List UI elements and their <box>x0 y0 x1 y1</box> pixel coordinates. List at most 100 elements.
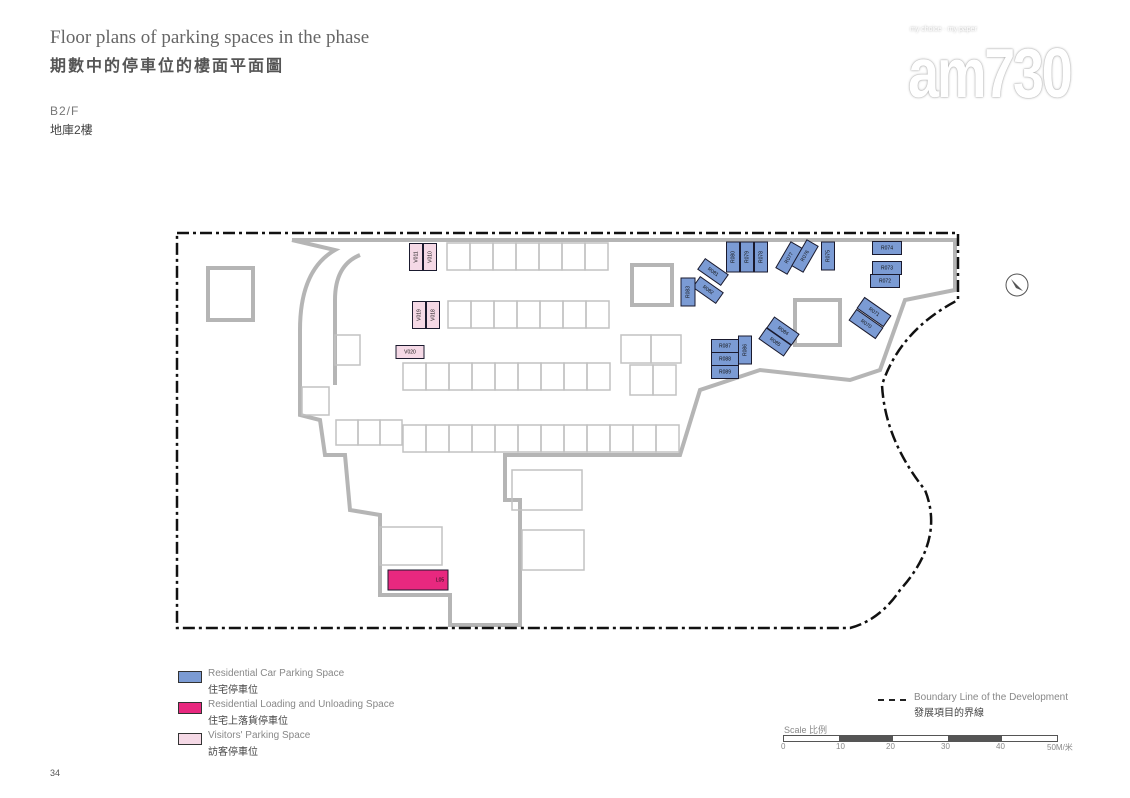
space-label: R085 <box>768 336 781 348</box>
space-label: R074 <box>881 245 893 251</box>
parking-space-residential[interactable]: R080 <box>726 241 740 273</box>
space-label: R080 <box>730 251 736 263</box>
core <box>630 263 674 307</box>
page-title: Floor plans of parking spaces in the pha… <box>50 27 370 48</box>
scale-tick: 40 <box>996 742 1005 751</box>
legend-label-zh: 住宅上落貨停車位 <box>208 716 288 727</box>
parking-stall <box>425 424 450 453</box>
parking-space-residential[interactable]: R086 <box>738 335 752 365</box>
space-label: V010 <box>427 251 433 263</box>
space-label: R073 <box>881 265 893 271</box>
parking-stall <box>469 242 494 271</box>
parking-stall <box>425 362 450 391</box>
boundary-line-swatch <box>878 699 906 701</box>
watermark-tagline: my choice · my paper <box>910 26 977 33</box>
parking-space-residential[interactable]: R084 <box>766 316 800 346</box>
parking-stall <box>301 386 330 416</box>
parking-space-visitor[interactable]: V010 <box>423 243 437 271</box>
parking-stall <box>539 300 564 329</box>
watermark-logo: my choice · my paper am730 <box>848 12 1098 112</box>
parking-space-residential[interactable]: R079 <box>740 241 754 273</box>
space-fill <box>872 241 902 255</box>
parking-stall <box>540 362 565 391</box>
space-fill <box>387 569 449 591</box>
parking-space-residential[interactable]: R075 <box>821 241 835 271</box>
parking-space-residential[interactable]: R088 <box>711 352 739 366</box>
space-fill <box>423 243 437 271</box>
parking-stall <box>563 362 588 391</box>
scale-tick: 0 <box>781 742 786 751</box>
north-arrow-icon <box>1005 273 1029 297</box>
space-fill <box>680 277 696 307</box>
parking-stall <box>540 424 565 453</box>
parking-space-residential[interactable]: R089 <box>711 365 739 379</box>
scale-tick: 30 <box>941 742 950 751</box>
floor-label: B2/F <box>50 104 80 118</box>
space-label: R081 <box>706 266 719 278</box>
space-fill <box>726 241 740 273</box>
parking-stall <box>494 424 519 453</box>
parking-stall <box>471 362 496 391</box>
core <box>793 298 842 347</box>
parking-space-visitor[interactable]: V018 <box>426 301 440 329</box>
space-label: R086 <box>742 344 748 356</box>
legend-label: Residential Car Parking Space <box>208 668 345 679</box>
parking-space-residential[interactable]: R081 <box>697 257 729 287</box>
space-fill <box>856 296 892 328</box>
parking-stall <box>584 242 609 271</box>
parking-stall <box>655 424 680 453</box>
watermark-brand: am730 <box>908 34 1073 112</box>
page-number: 34 <box>50 768 61 778</box>
parking-space-residential[interactable]: R087 <box>711 339 739 353</box>
parking-stall <box>448 424 473 453</box>
space-label: R084 <box>776 325 789 337</box>
parking-space-residential[interactable]: R072 <box>870 274 900 288</box>
scale-tick: 50M/米 <box>1047 743 1073 752</box>
space-label: R072 <box>879 278 891 284</box>
space-label: R077 <box>784 251 795 265</box>
parking-space-visitor[interactable]: V011 <box>409 243 423 271</box>
parking-stall <box>447 300 472 329</box>
parking-stall <box>493 300 518 329</box>
space-label: R070 <box>859 318 872 330</box>
legend-label: Visitors' Parking Space <box>208 730 311 741</box>
parking-space-residential[interactable]: R070 <box>848 308 884 340</box>
space-fill <box>426 301 440 329</box>
parking-space-residential[interactable]: R074 <box>872 241 902 255</box>
building-wall <box>291 238 957 627</box>
scale-label: Scale 比例 <box>784 725 828 735</box>
parking-stall <box>586 362 611 391</box>
parking-space-visitor[interactable]: V020 <box>395 345 425 359</box>
space-fill <box>697 257 729 287</box>
parking-stall <box>402 424 427 453</box>
parking-space-residential[interactable]: R071 <box>856 296 892 328</box>
parking-stall <box>446 242 471 271</box>
parking-space-residential[interactable]: R085 <box>758 327 792 357</box>
parking-space-visitor[interactable]: V019 <box>412 301 426 329</box>
space-fill <box>766 316 800 346</box>
legend-label: Residential Loading and Unloading Space <box>208 699 395 710</box>
parking-stall <box>448 362 473 391</box>
space-fill <box>821 241 835 271</box>
parking-stall <box>492 242 517 271</box>
parking-stall <box>334 334 361 366</box>
parking-stall <box>511 469 583 511</box>
space-label: R071 <box>867 306 880 318</box>
parking-space-residential[interactable]: R082 <box>692 275 724 305</box>
parking-space-loading[interactable]: L05 <box>387 569 449 591</box>
parking-stall <box>379 419 403 446</box>
space-fill <box>754 241 768 273</box>
parking-stall <box>335 419 359 446</box>
parking-space-residential[interactable]: R076 <box>791 239 819 273</box>
space-label: R079 <box>744 251 750 263</box>
parking-space-residential[interactable]: R078 <box>754 241 768 273</box>
space-fill <box>791 239 819 273</box>
parking-stall <box>517 362 542 391</box>
parking-stall <box>650 334 682 364</box>
parking-space-residential[interactable]: R073 <box>872 261 902 275</box>
legend-label-zh: 住宅停車位 <box>208 685 258 696</box>
scale-tick: 20 <box>886 742 895 751</box>
parking-space-residential[interactable]: R083 <box>680 277 696 307</box>
building-outline <box>206 238 957 627</box>
